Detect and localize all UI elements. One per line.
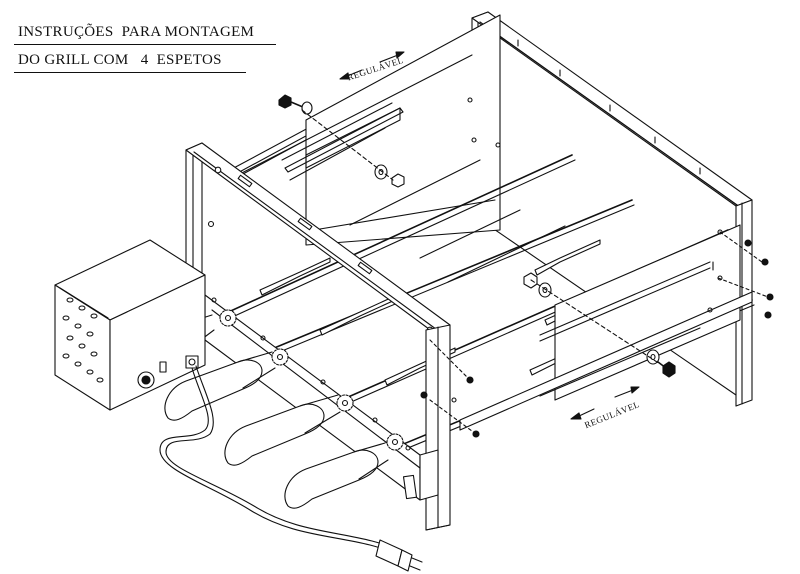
- adjustable-arrows-top: [339, 51, 405, 80]
- hardware-parts: [278, 94, 774, 438]
- motor-box: [54, 239, 206, 411]
- right-side-plate: [459, 224, 753, 431]
- back-spit-support: [231, 14, 501, 246]
- adjustable-arrows-bottom: [570, 386, 640, 420]
- title-line-2: DO GRILL COM 4 ESPETOS: [18, 52, 222, 68]
- title-underline-2: [14, 72, 246, 73]
- title-line-1: INSTRUÇÕES PARA MONTAGEM: [18, 24, 255, 40]
- power-cord: [159, 365, 423, 572]
- title-underline-1: [14, 44, 276, 45]
